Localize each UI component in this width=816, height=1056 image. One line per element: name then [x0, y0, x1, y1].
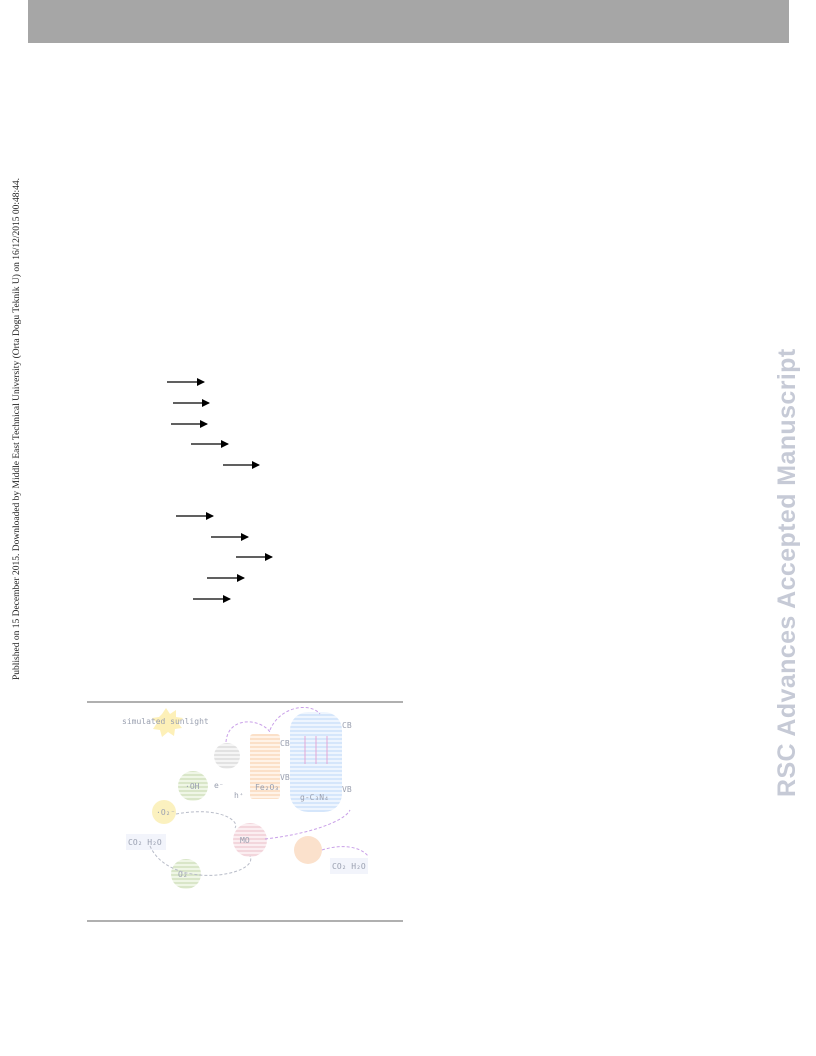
figure-bottom-rule — [87, 920, 403, 922]
semi-right-label: g-C₃N₄ — [300, 793, 329, 802]
pollutant-circle — [233, 823, 267, 857]
grey-species-circle — [214, 743, 240, 769]
cycle-path — [149, 845, 252, 876]
vb-right-label: VB — [342, 785, 352, 794]
o2-radical-label: ·O₂⁻ — [156, 808, 175, 817]
light-label: simulated sunlight — [122, 717, 209, 726]
mo-label: MO — [240, 836, 250, 845]
yellow-species-circle — [152, 800, 176, 824]
green-species-circle-top — [178, 771, 208, 801]
e-label: e⁻ — [214, 781, 224, 790]
degradation-path — [321, 846, 369, 857]
green-species-circle-bottom — [171, 859, 201, 889]
h-label: h⁺ — [234, 791, 244, 800]
products-right-label: CO₂ H₂O — [332, 862, 366, 871]
oh-label: ·OH — [185, 782, 200, 791]
o2-label: O₂ — [178, 870, 188, 879]
cb-right-label: CB — [342, 721, 352, 730]
electron-transfer-path — [225, 721, 271, 743]
cycle-path — [175, 811, 237, 829]
mechanism-figure: simulated sunlight CB VB g-C₃N₄ CB VB Fe… — [122, 706, 369, 889]
vb-left-label: VB — [280, 773, 290, 782]
electron-transfer-path — [269, 706, 321, 731]
cb-left-label: CB — [280, 739, 290, 748]
orange-species-circle — [294, 836, 322, 864]
hole-transfer-path — [264, 809, 351, 840]
header-bar — [28, 0, 789, 43]
sun-icon — [152, 708, 183, 737]
figure-top-rule — [87, 701, 403, 703]
products-left-label: CO₂ H₂O — [128, 838, 162, 847]
left-semiconductor-band — [250, 734, 280, 799]
semi-left-label: Fe₂O₃ — [255, 783, 279, 792]
